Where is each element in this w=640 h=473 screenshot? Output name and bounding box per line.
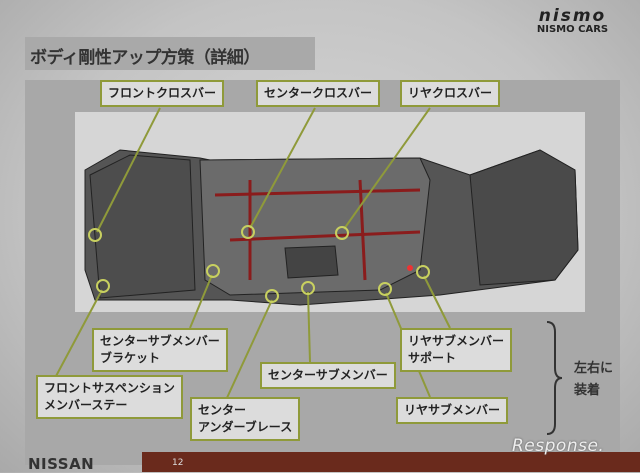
callout-circles (88, 225, 430, 303)
label-front-suspension-member-stay: フロントサスペンション メンバーステー (36, 375, 183, 419)
label-center-submember-bracket: センターサブメンバー ブラケット (92, 328, 228, 372)
footer-bar (142, 452, 640, 472)
label-line: センター (198, 403, 247, 417)
label-front-crossbar: フロントクロスバー (100, 80, 225, 107)
response-watermark: Response. (512, 436, 605, 456)
label-center-crossbar: センタークロスバー (256, 80, 381, 107)
title-box (25, 37, 315, 70)
label-line: サポート (408, 351, 457, 365)
label-line: センターサブメンバー (100, 334, 220, 348)
nissan-logo: NISSAN (28, 455, 95, 473)
callout-circle-center-submember (301, 281, 315, 295)
label-center-submember: センターサブメンバー (260, 362, 396, 389)
note-both-sides: 左右に 装着 (574, 358, 618, 402)
label-rear-crossbar: リヤクロスバー (400, 80, 501, 107)
label-line: リヤサブメンバー (408, 334, 505, 348)
nismo-logo: nismo NISMO CARS (525, 6, 620, 36)
callout-circle-center-under-brace (265, 289, 279, 303)
callout-circle-rear-submember (378, 282, 392, 296)
label-line: ブラケット (100, 351, 161, 365)
note-line: 装着 (574, 383, 601, 398)
slide-title: ボディ剛性アップ方策（詳細） (30, 48, 260, 68)
label-line: メンバーステー (44, 398, 128, 412)
brace (546, 321, 563, 435)
page-number: 12 (172, 458, 184, 468)
callout-circle-center-submember-bracket (206, 264, 220, 278)
label-line: アンダーブレース (198, 420, 293, 434)
red-light (407, 265, 413, 271)
callout-circle-rear-crossbar (335, 226, 349, 240)
label-rear-submember-support: リヤサブメンバー サポート (400, 328, 513, 372)
logo-sub: NISMO CARS (536, 24, 609, 35)
logo-main: nismo (538, 6, 607, 26)
callout-lines (54, 107, 451, 401)
label-line: フロントサスペンション (44, 381, 175, 395)
chassis-body (84, 149, 579, 306)
note-line: 左右に (574, 361, 614, 376)
callout-circle-front-crossbar (88, 228, 102, 242)
callout-circle-rear-submember-support (416, 265, 430, 279)
reinforcement-red (214, 179, 421, 281)
callout-circle-center-crossbar (241, 225, 255, 239)
label-rear-submember: リヤサブメンバー (396, 397, 509, 424)
label-center-under-brace: センター アンダーブレース (190, 397, 301, 441)
callout-circle-front-suspension-stay (96, 279, 110, 293)
